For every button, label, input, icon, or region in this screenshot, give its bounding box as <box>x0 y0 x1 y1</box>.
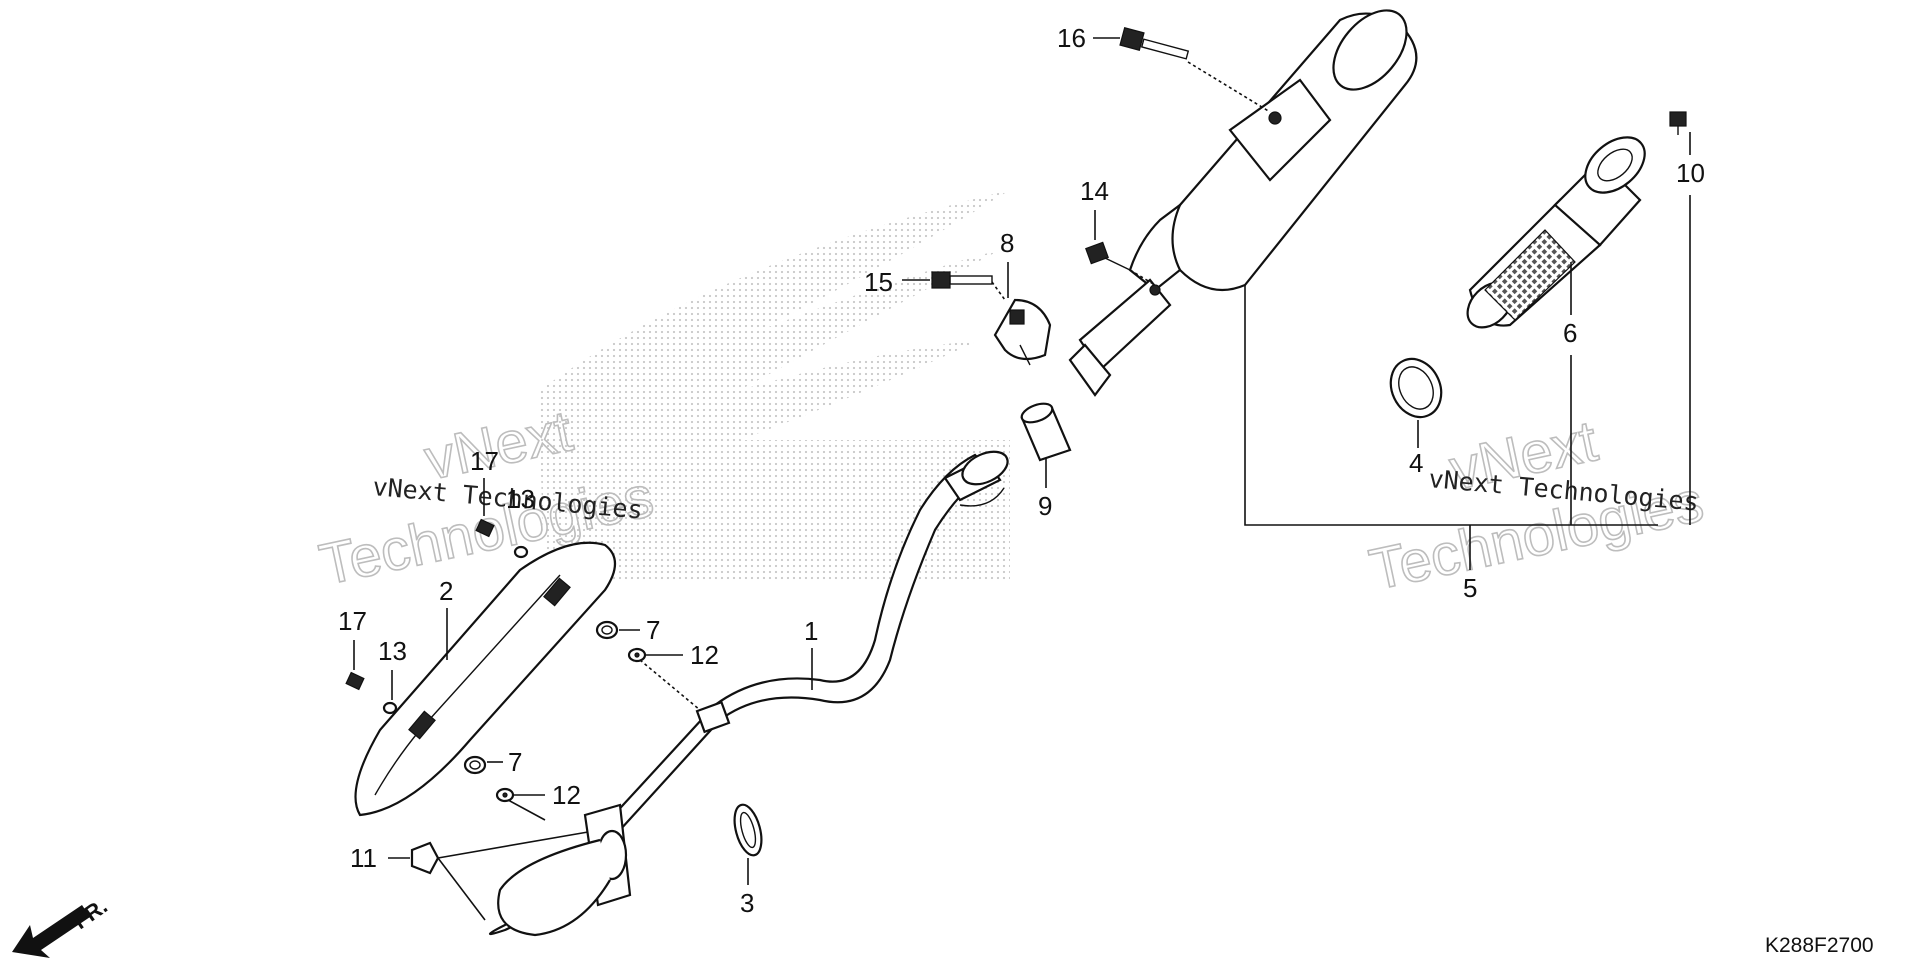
watermark-right: vNext Technologies vNext Technologies <box>1363 408 1709 604</box>
bolt-15 <box>931 271 993 289</box>
collar-7-lower <box>463 755 487 775</box>
callout-13-lower: 13 <box>378 636 407 666</box>
callout-2: 2 <box>439 576 453 606</box>
exhaust-pipe <box>488 450 1009 937</box>
clamp-8 <box>993 298 1052 366</box>
washer-13-upper <box>513 545 529 559</box>
direction-label: FR. <box>69 893 112 934</box>
callout-11: 11 <box>350 843 377 873</box>
callout-17-lower: 17 <box>338 606 367 636</box>
washer-12-lower <box>495 787 515 803</box>
callout-1: 1 <box>804 616 818 646</box>
callout-14: 14 <box>1080 176 1109 206</box>
callout-6: 6 <box>1563 318 1577 348</box>
diagram-code: K288F2700 <box>1765 934 1874 957</box>
bolt-16 <box>1119 26 1190 60</box>
bolt-10 <box>1669 111 1687 135</box>
bolt-17-lower <box>345 671 365 691</box>
callout-10: 10 <box>1676 158 1705 188</box>
callout-5: 5 <box>1463 573 1477 603</box>
front-direction-arrow-icon <box>12 905 90 958</box>
callout-7-lower: 7 <box>508 747 522 777</box>
muffler <box>1068 9 1418 397</box>
bolt-17-upper <box>475 518 495 538</box>
callout-16: 16 <box>1057 23 1086 53</box>
callout-12-upper: 12 <box>690 640 719 670</box>
collar-7-upper <box>595 620 619 640</box>
callout-9: 9 <box>1038 491 1052 521</box>
callout-12-lower: 12 <box>552 780 581 810</box>
heat-protector <box>354 541 617 817</box>
washer-13-lower <box>382 701 398 715</box>
callout-15: 15 <box>864 267 893 297</box>
callout-8: 8 <box>1000 228 1014 258</box>
callout-17-upper: 17 <box>470 446 499 476</box>
background-emblem <box>540 190 1010 580</box>
bolt-14 <box>1085 241 1131 271</box>
gasket-ring-4 <box>1389 357 1443 419</box>
sleeve-9 <box>1020 402 1072 462</box>
tail-pipe <box>1466 136 1646 329</box>
washer-12-upper <box>627 647 647 663</box>
nut-11 <box>410 841 440 875</box>
callout-13-upper: 13 <box>506 484 535 514</box>
callout-4: 4 <box>1409 448 1423 478</box>
callout-7-upper: 7 <box>646 615 660 645</box>
callout-3: 3 <box>740 888 754 918</box>
gasket-3 <box>733 803 763 857</box>
